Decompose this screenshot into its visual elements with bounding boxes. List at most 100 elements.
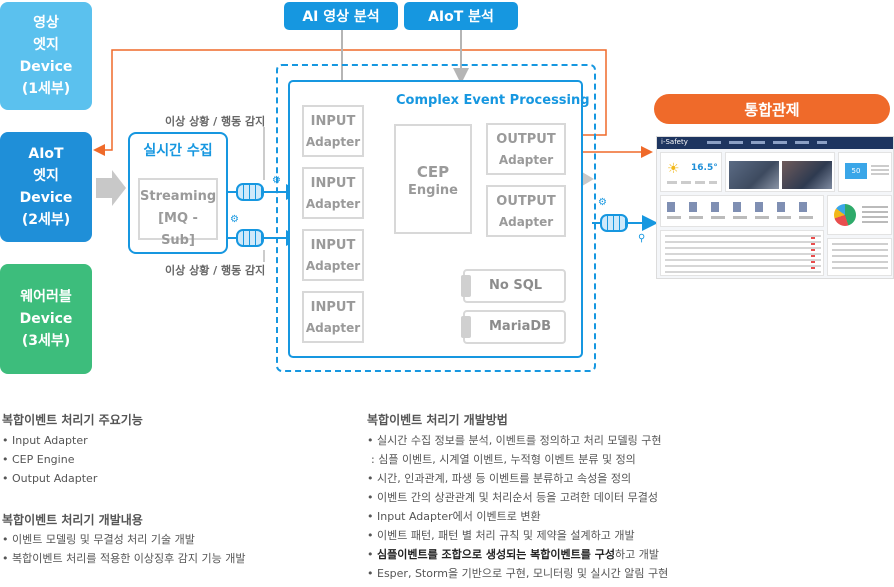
cep-engine-line1: CEP [416,163,450,181]
device-video-edge: 영상 엣지 Device (1세부) [0,2,92,110]
database-icon [461,275,471,297]
event-table-card [660,230,824,276]
adapter-label: Adapter [305,135,361,149]
list-item: 시간, 인과관계, 파생 등 이벤트를 분류하고 속성을 정의 [367,469,668,488]
device-wearable: 웨어러블 Device (3세부) [0,264,92,374]
cep-outer-dashed [276,64,596,372]
database-icon [461,316,471,338]
anomaly-detect-label-top: 이상 상황 / 행동 감지 [165,115,266,128]
adapter-label: Adapter [305,197,361,211]
mariadb-db: MariaDB [461,310,566,344]
input-adapter-3: INPUT Adapter [302,229,364,281]
list-item: 이벤트 간의 상관관계 및 처리순서 등을 고려한 데이터 무결성 [367,488,668,507]
queue-icon-2 [236,229,264,247]
input-label: INPUT [310,114,356,129]
pie-chart-icon [834,204,856,226]
dev-content-title: 복합이벤트 처리기 개발내용 [2,513,143,527]
adapter-label: Adapter [305,321,361,335]
alert-markers [811,237,815,271]
dev-method-list: 실시간 수집 정보를 분석, 이벤트를 정의하고 처리 모델링 구현 : 심플 … [367,431,668,583]
list-item: : 심플 이벤트, 시계열 이벤트, 누적형 이벤트 분류 및 정의 [371,453,636,466]
device-wearable-label: 웨어러블 Device (3세부) [19,289,73,349]
highlight-rest: 하고 개발 [614,548,659,561]
gauge-card: 50 [838,152,892,192]
dashboard-thumbnail: i-Safety ☀ 16.5° 50 [656,136,894,279]
input-adapter-1: INPUT Adapter [302,105,364,157]
event-table-rows [665,235,821,273]
list-item: Output Adapter [2,469,97,488]
anomaly-detect-label-bottom: 이상 상황 / 행동 감지 [165,264,266,277]
list-item: Input Adapter에서 이벤트로 변환 [367,507,668,526]
nosql-db: No SQL [461,269,566,303]
status-icons-card [660,195,824,227]
input-label: INPUT [310,238,356,253]
device-aiot-edge: AIoT 엣지 Device (2세부) [0,132,92,242]
nosql-label: No SQL [489,278,543,293]
sun-icon: ☀ [667,161,680,177]
mq-sub-label: [MQ - Sub] [158,211,198,248]
ai-video-analysis-label: AI 영상 분석 [302,9,380,25]
temperature-value: 16.5° [691,163,718,173]
list-item: 이벤트 패턴, 패턴 별 처리 규칙 및 제약을 설계하고 개발 [367,526,668,545]
input-label: INPUT [310,176,356,191]
input-adapter-4: INPUT Adapter [302,291,364,343]
output-adapter-2: OUTPUT Adapter [486,185,566,237]
adapter-label: Adapter [498,215,554,229]
mariadb-label: MariaDB [489,319,552,334]
adapter-label: Adapter [305,259,361,273]
camera-feed-1 [729,161,779,189]
list-item: Input Adapter [2,431,97,450]
list-item: 실시간 수집 정보를 분석, 이벤트를 정의하고 처리 모델링 구현 [367,431,668,450]
device-aiot-edge-label: AIoT 엣지 Device (2세부) [19,146,73,228]
input-adapter-2: INPUT Adapter [302,167,364,219]
adapter-label: Adapter [498,153,554,167]
output-adapter-1: OUTPUT Adapter [486,123,566,175]
output-label: OUTPUT [496,132,556,147]
level-value: 50 [845,163,867,179]
dashboard-menu [707,141,827,144]
list-item: CEP Engine [2,450,97,469]
ai-video-analysis-pill: AI 영상 분석 [284,2,398,30]
alert-list-rows [832,243,888,273]
list-item: 복합이벤트 처리를 적용한 이상징후 감지 기능 개발 [2,549,246,568]
streaming-label: Streaming [140,189,217,204]
features-list: Input Adapter CEP Engine Output Adapter [2,431,97,488]
dashboard-logo: i-Safety [661,138,688,146]
status-labels [667,216,817,219]
aiot-analysis-pill: AIoT 분석 [404,2,518,30]
features-title: 복합이벤트 처리기 주요기능 [2,413,143,427]
realtime-collection-box: 실시간 수집 Streaming [MQ - Sub] [128,132,228,254]
integrated-control-pill: 통합관제 [654,94,890,124]
list-item: Esper, Storm을 기반으로 구현, 모니터링 및 실시간 알림 구현 [367,564,668,583]
queue-icon-1 [236,183,264,201]
status-icons [667,202,817,212]
streaming-box: Streaming [MQ - Sub] [138,178,218,248]
gear-icon: ⚙ [230,214,239,225]
list-item-highlight: 심플이벤트를 조합으로 생성되는 복합이벤트를 구성하고 개발 [367,545,668,564]
gear-icon: ⚙ [598,197,607,208]
list-item: 이벤트 모델링 및 무결성 처리 기술 개발 [2,530,246,549]
camera-feed-2 [782,161,832,189]
search-icon: ⚲ [638,233,646,244]
dev-content-list: 이벤트 모델링 및 무결성 처리 기술 개발 복합이벤트 처리를 적용한 이상징… [2,530,246,568]
input-label: INPUT [310,300,356,315]
integrated-control-label: 통합관제 [744,100,800,119]
highlight-bold: 심플이벤트를 조합으로 생성되는 복합이벤트를 구성 [377,548,615,561]
dashboard-header: i-Safety [657,137,893,149]
dev-method-title: 복합이벤트 처리기 개발방법 [367,413,508,427]
pie-card [827,195,892,235]
pie-legend [862,206,888,224]
cep-engine-box: CEP Engine [394,124,472,234]
weather-details [667,181,717,184]
alert-list-card [827,238,892,276]
cep-engine-line2: Engine [408,183,458,198]
weather-card: ☀ 16.5° [660,152,722,192]
output-label: OUTPUT [496,194,556,209]
gauge-legend [871,165,889,175]
aiot-analysis-label: AIoT 분석 [428,9,494,25]
camera-card [725,152,835,192]
queue-icon-3 [600,214,628,232]
realtime-title: 실시간 수집 [143,143,213,159]
device-video-edge-label: 영상 엣지 Device (1세부) [19,15,73,97]
cep-title: Complex Event Processing [396,93,590,108]
